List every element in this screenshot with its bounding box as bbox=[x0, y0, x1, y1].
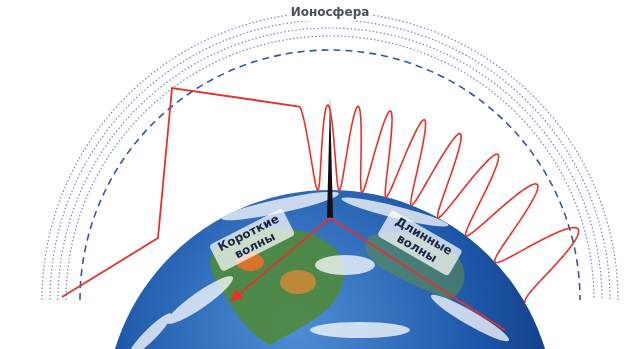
wave-paths bbox=[62, 88, 579, 330]
wave-label: Длинные волны bbox=[377, 210, 463, 277]
ionosphere-arc bbox=[58, 28, 602, 300]
earth-globe bbox=[105, 98, 555, 349]
ionosphere-arc bbox=[50, 20, 610, 300]
short-wave-path bbox=[62, 88, 299, 297]
desert bbox=[280, 270, 316, 294]
radio-tower bbox=[327, 98, 333, 218]
clouds bbox=[125, 187, 513, 349]
ionosphere-arc bbox=[42, 12, 618, 300]
long-wave-path bbox=[299, 105, 579, 303]
ionosphere-layers bbox=[42, 12, 618, 300]
ionosphere-boundary bbox=[80, 50, 580, 300]
globe-surface bbox=[125, 187, 513, 349]
wave-label: Короткие волны bbox=[209, 208, 295, 272]
ionosphere-arc bbox=[66, 36, 594, 300]
layer-label: Ионосфера bbox=[288, 5, 373, 21]
